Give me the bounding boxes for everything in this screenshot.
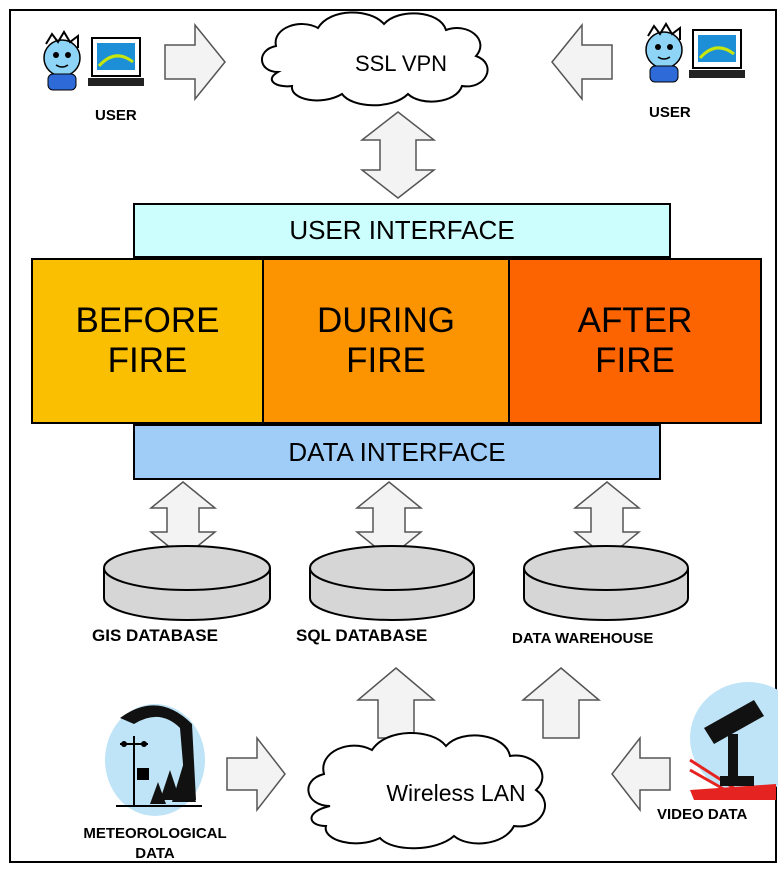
user-left-icon xyxy=(43,30,144,91)
arrow-lan-to-sql xyxy=(355,667,437,739)
sql-database-label: SQL DATABASE xyxy=(296,626,428,645)
phase-during-line2: FIRE xyxy=(346,341,426,380)
meteorological-icon xyxy=(105,704,205,816)
user-interface-bar: USER INTERFACE xyxy=(133,203,671,258)
gis-database-cylinder xyxy=(103,545,271,621)
user-right-icon xyxy=(645,22,745,83)
video-data-label: VIDEO DATA xyxy=(657,806,748,823)
outer-border xyxy=(9,9,777,863)
data-warehouse-label: DATA WAREHOUSE xyxy=(512,630,654,647)
phase-after-line1: AFTER xyxy=(577,301,693,340)
data-interface-bar: DATA INTERFACE xyxy=(133,424,661,480)
gis-database-label: GIS DATABASE xyxy=(92,626,218,645)
arrow-meteo-to-lan xyxy=(226,735,286,813)
wireless-lan-cloud xyxy=(307,732,546,850)
meteorological-line1: METEOROLOGICAL xyxy=(83,825,227,842)
phase-before-line2: FIRE xyxy=(107,341,188,380)
ssl-vpn-label: SSL VPN xyxy=(354,51,448,76)
meteorological-line2: DATA xyxy=(135,845,175,862)
arrow-vpn-to-ui xyxy=(359,111,437,199)
arrow-video-to-lan xyxy=(611,735,671,813)
sql-database-cylinder xyxy=(309,545,475,621)
wireless-lan-label: Wireless LAN xyxy=(386,780,526,806)
video-camera-icon xyxy=(689,682,778,800)
arrow-lan-to-warehouse xyxy=(520,667,602,739)
user-right-label: USER xyxy=(649,104,691,121)
phase-during-line1: DURING xyxy=(316,301,456,340)
user-interface-label: USER INTERFACE xyxy=(289,215,515,245)
meteorological-label: METEOROLOGICAL DATA xyxy=(50,824,260,864)
ssl-vpn-cloud xyxy=(261,11,489,107)
arrow-user-right-to-vpn xyxy=(551,22,613,102)
data-interface-label: DATA INTERFACE xyxy=(288,436,506,467)
arrow-user-left-to-vpn xyxy=(164,22,226,102)
phase-before-line1: BEFORE xyxy=(75,301,220,340)
user-left-label: USER xyxy=(95,107,137,124)
phase-after-line2: FIRE xyxy=(595,341,675,380)
data-warehouse-cylinder xyxy=(523,545,689,621)
